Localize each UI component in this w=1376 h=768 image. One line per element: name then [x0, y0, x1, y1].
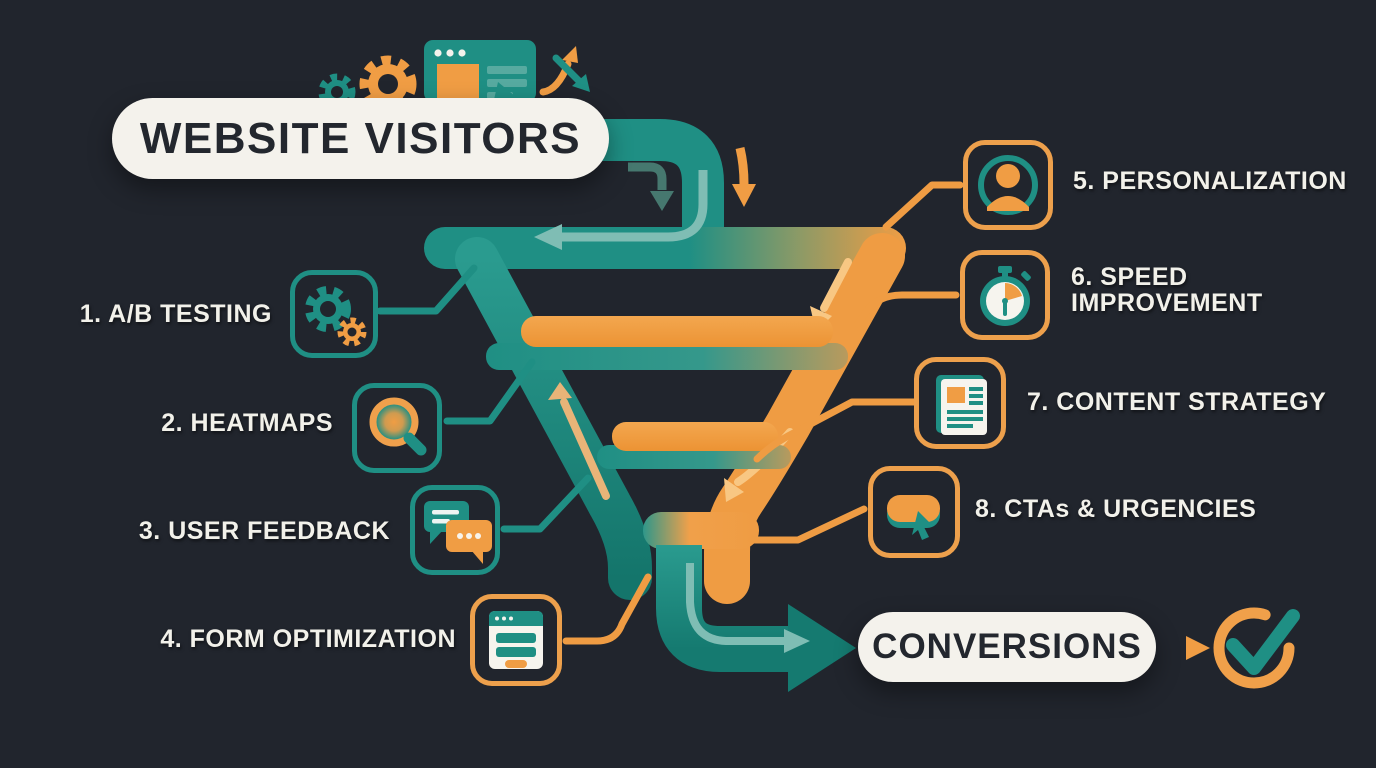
label-content-strategy: 7. CONTENT STRATEGY — [1027, 388, 1327, 416]
drop-arrow-dark — [628, 162, 674, 211]
browser-window-icon — [424, 40, 536, 102]
title-pill: WEBSITE VISITORS — [112, 98, 609, 179]
ctas-urgencies-tile — [868, 466, 960, 558]
label-form-optimization: 4. FORM OPTIMIZATION — [160, 625, 456, 653]
form-window-icon — [489, 611, 543, 669]
funnel-bar-4 — [643, 512, 759, 549]
heatmaps-tile — [352, 383, 442, 473]
flow-arrow-left — [534, 170, 708, 250]
speed-improvement-tile — [960, 250, 1050, 340]
rail-arrow-up-left — [548, 382, 610, 500]
heatmap-magnifier-icon — [369, 397, 427, 456]
funnel-bar-2 — [521, 316, 833, 347]
stopwatch-icon — [980, 266, 1031, 326]
spout-inner-arrow — [686, 563, 810, 653]
label-speed-improvement: 6. SPEED IMPROVEMENT — [1071, 263, 1263, 317]
chat-bubbles-icon — [424, 501, 492, 564]
connector-ctas — [748, 505, 868, 544]
gears-icon — [305, 286, 367, 347]
connector-personalization — [882, 181, 964, 231]
label-ctas-urgencies: 8. CTAs & URGENCIES — [975, 495, 1257, 523]
cta-button-cursor-icon — [887, 495, 940, 540]
user-feedback-tile — [410, 485, 500, 575]
conversions-pill: CONVERSIONS — [858, 612, 1156, 682]
connector-heatmaps — [443, 358, 536, 425]
label-ab-testing: 1. A/B TESTING — [79, 300, 272, 328]
funnel-bar-2-under — [486, 343, 848, 370]
conversion-arrow — [1158, 636, 1210, 660]
personalization-tile — [963, 140, 1053, 230]
growth-arrows-icon — [539, 46, 590, 96]
check-circle-icon — [1213, 607, 1300, 689]
label-heatmaps: 2. HEATMAPS — [161, 409, 333, 437]
connector-user-feedback — [500, 474, 592, 533]
label-user-feedback: 3. USER FEEDBACK — [138, 517, 390, 545]
connector-content — [753, 398, 918, 463]
content-document-icon — [936, 375, 987, 435]
connector-speed — [854, 291, 960, 328]
funnel-spout — [656, 545, 790, 672]
funnel-bar-3 — [612, 422, 778, 451]
funnel-left-rail — [455, 237, 652, 600]
label-personalization: 5. PERSONALIZATION — [1073, 167, 1347, 195]
page-title: WEBSITE VISITORS — [139, 113, 582, 163]
connector-form-optimization — [562, 573, 652, 645]
ab-testing-tile — [290, 270, 378, 358]
drop-arrow-orange — [732, 146, 756, 207]
form-optimization-tile — [470, 594, 562, 686]
user-profile-icon — [978, 155, 1038, 215]
spout-arrowhead — [788, 604, 856, 692]
conversions-label: CONVERSIONS — [872, 627, 1142, 666]
content-strategy-tile — [914, 357, 1006, 449]
connector-ab-testing — [376, 264, 478, 315]
